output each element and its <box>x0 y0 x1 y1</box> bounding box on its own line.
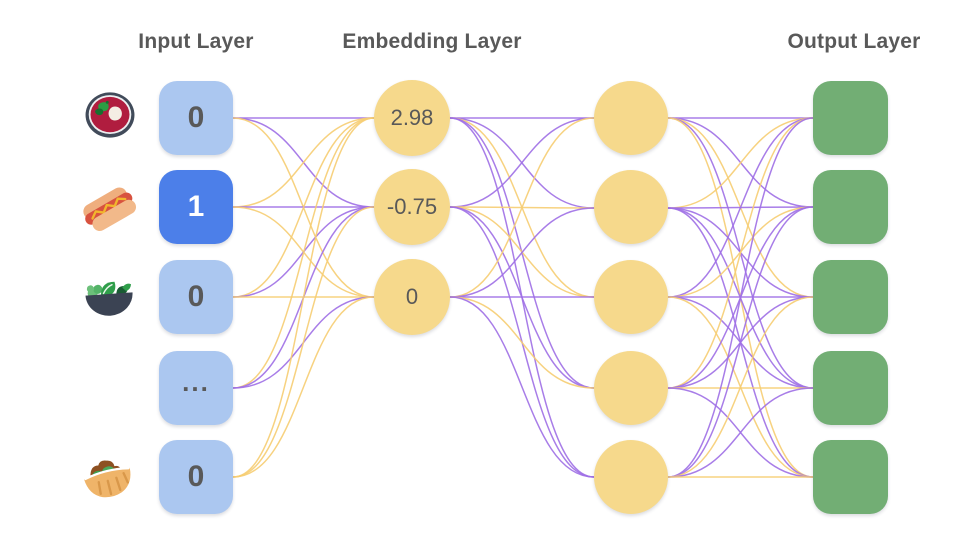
input-node-flatbread: 0 <box>159 440 233 514</box>
hidden-node-4 <box>594 440 668 514</box>
edge-yellow <box>232 117 375 478</box>
edge-purple <box>667 206 814 478</box>
input-node-value: 1 <box>187 190 205 223</box>
input-node-salad: 0 <box>159 260 233 334</box>
output-node-0 <box>813 81 888 155</box>
edge-purple <box>667 117 814 298</box>
edge-yellow <box>667 296 814 478</box>
stuffed-flatbread-icon <box>84 460 131 498</box>
edge-yellow <box>667 117 814 389</box>
hidden-node-1 <box>594 170 668 244</box>
edge-purple <box>667 387 814 478</box>
edge-yellow <box>232 296 375 478</box>
salad-bowl-icon <box>85 281 133 316</box>
input-node-ellipsis: ... <box>159 351 233 425</box>
edge-yellow <box>232 206 375 478</box>
hot-dog-icon <box>83 187 137 232</box>
edge-yellow <box>449 296 595 389</box>
embedding-node-2: 0 <box>374 259 450 335</box>
output-node-1 <box>813 170 888 244</box>
edge-yellow <box>449 117 595 298</box>
soup-bowl-icon <box>85 92 135 138</box>
hidden-node-2 <box>594 260 668 334</box>
edge-purple <box>449 117 595 208</box>
edge-purple <box>449 207 595 298</box>
input-node-hotdog-active: 1 <box>159 170 233 244</box>
edge-purple <box>667 117 814 478</box>
output-node-2 <box>813 260 888 334</box>
edge-yellow <box>667 117 814 209</box>
hidden-node-0 <box>594 81 668 155</box>
input-node-value: ... <box>182 366 210 397</box>
embedding-value: 2.98 <box>390 105 434 130</box>
input-layer-title: Input Layer <box>138 30 254 53</box>
output-node-4 <box>813 440 888 514</box>
input-node-value: 0 <box>187 280 205 313</box>
embedding-value: 0 <box>405 284 419 309</box>
edge-purple <box>449 296 595 478</box>
output-node-3 <box>813 351 888 425</box>
edge-yellow <box>232 117 375 389</box>
input-node-value: 0 <box>187 460 205 493</box>
edge-yellow <box>232 117 375 298</box>
output-layer-title: Output Layer <box>787 30 921 53</box>
input-node-soup: 0 <box>159 81 233 155</box>
embedding-node-0: 2.98 <box>374 80 450 156</box>
edge-yellow <box>232 117 375 208</box>
hidden-node-3 <box>594 351 668 425</box>
embedding-node-1: -0.75 <box>374 169 450 245</box>
input-node-value: 0 <box>187 101 205 134</box>
embedding-layer-title: Embedding Layer <box>342 30 522 53</box>
embedding-value: -0.75 <box>386 194 438 219</box>
